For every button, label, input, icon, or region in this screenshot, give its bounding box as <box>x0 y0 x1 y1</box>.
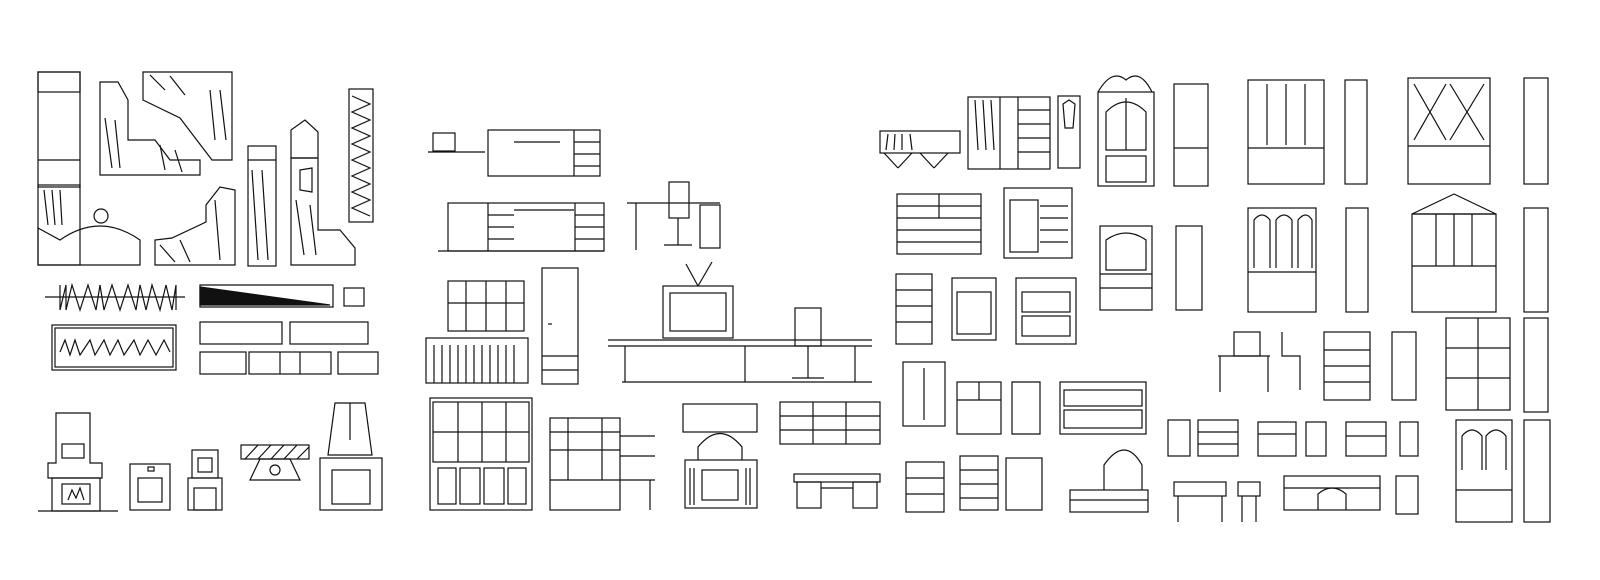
period-hutches-and-cabinets <box>1097 75 1551 523</box>
bookcases-and-vanities <box>429 397 881 511</box>
wardrobe-plan-views <box>37 71 374 267</box>
period-nightstands-and-desks <box>1167 419 1419 522</box>
closets-and-chests <box>879 95 1149 513</box>
fireplaces <box>38 402 383 512</box>
shelf-and-panel-plans <box>45 282 379 375</box>
tv-and-media-units <box>425 261 872 385</box>
desks-and-office-furniture <box>428 129 721 252</box>
